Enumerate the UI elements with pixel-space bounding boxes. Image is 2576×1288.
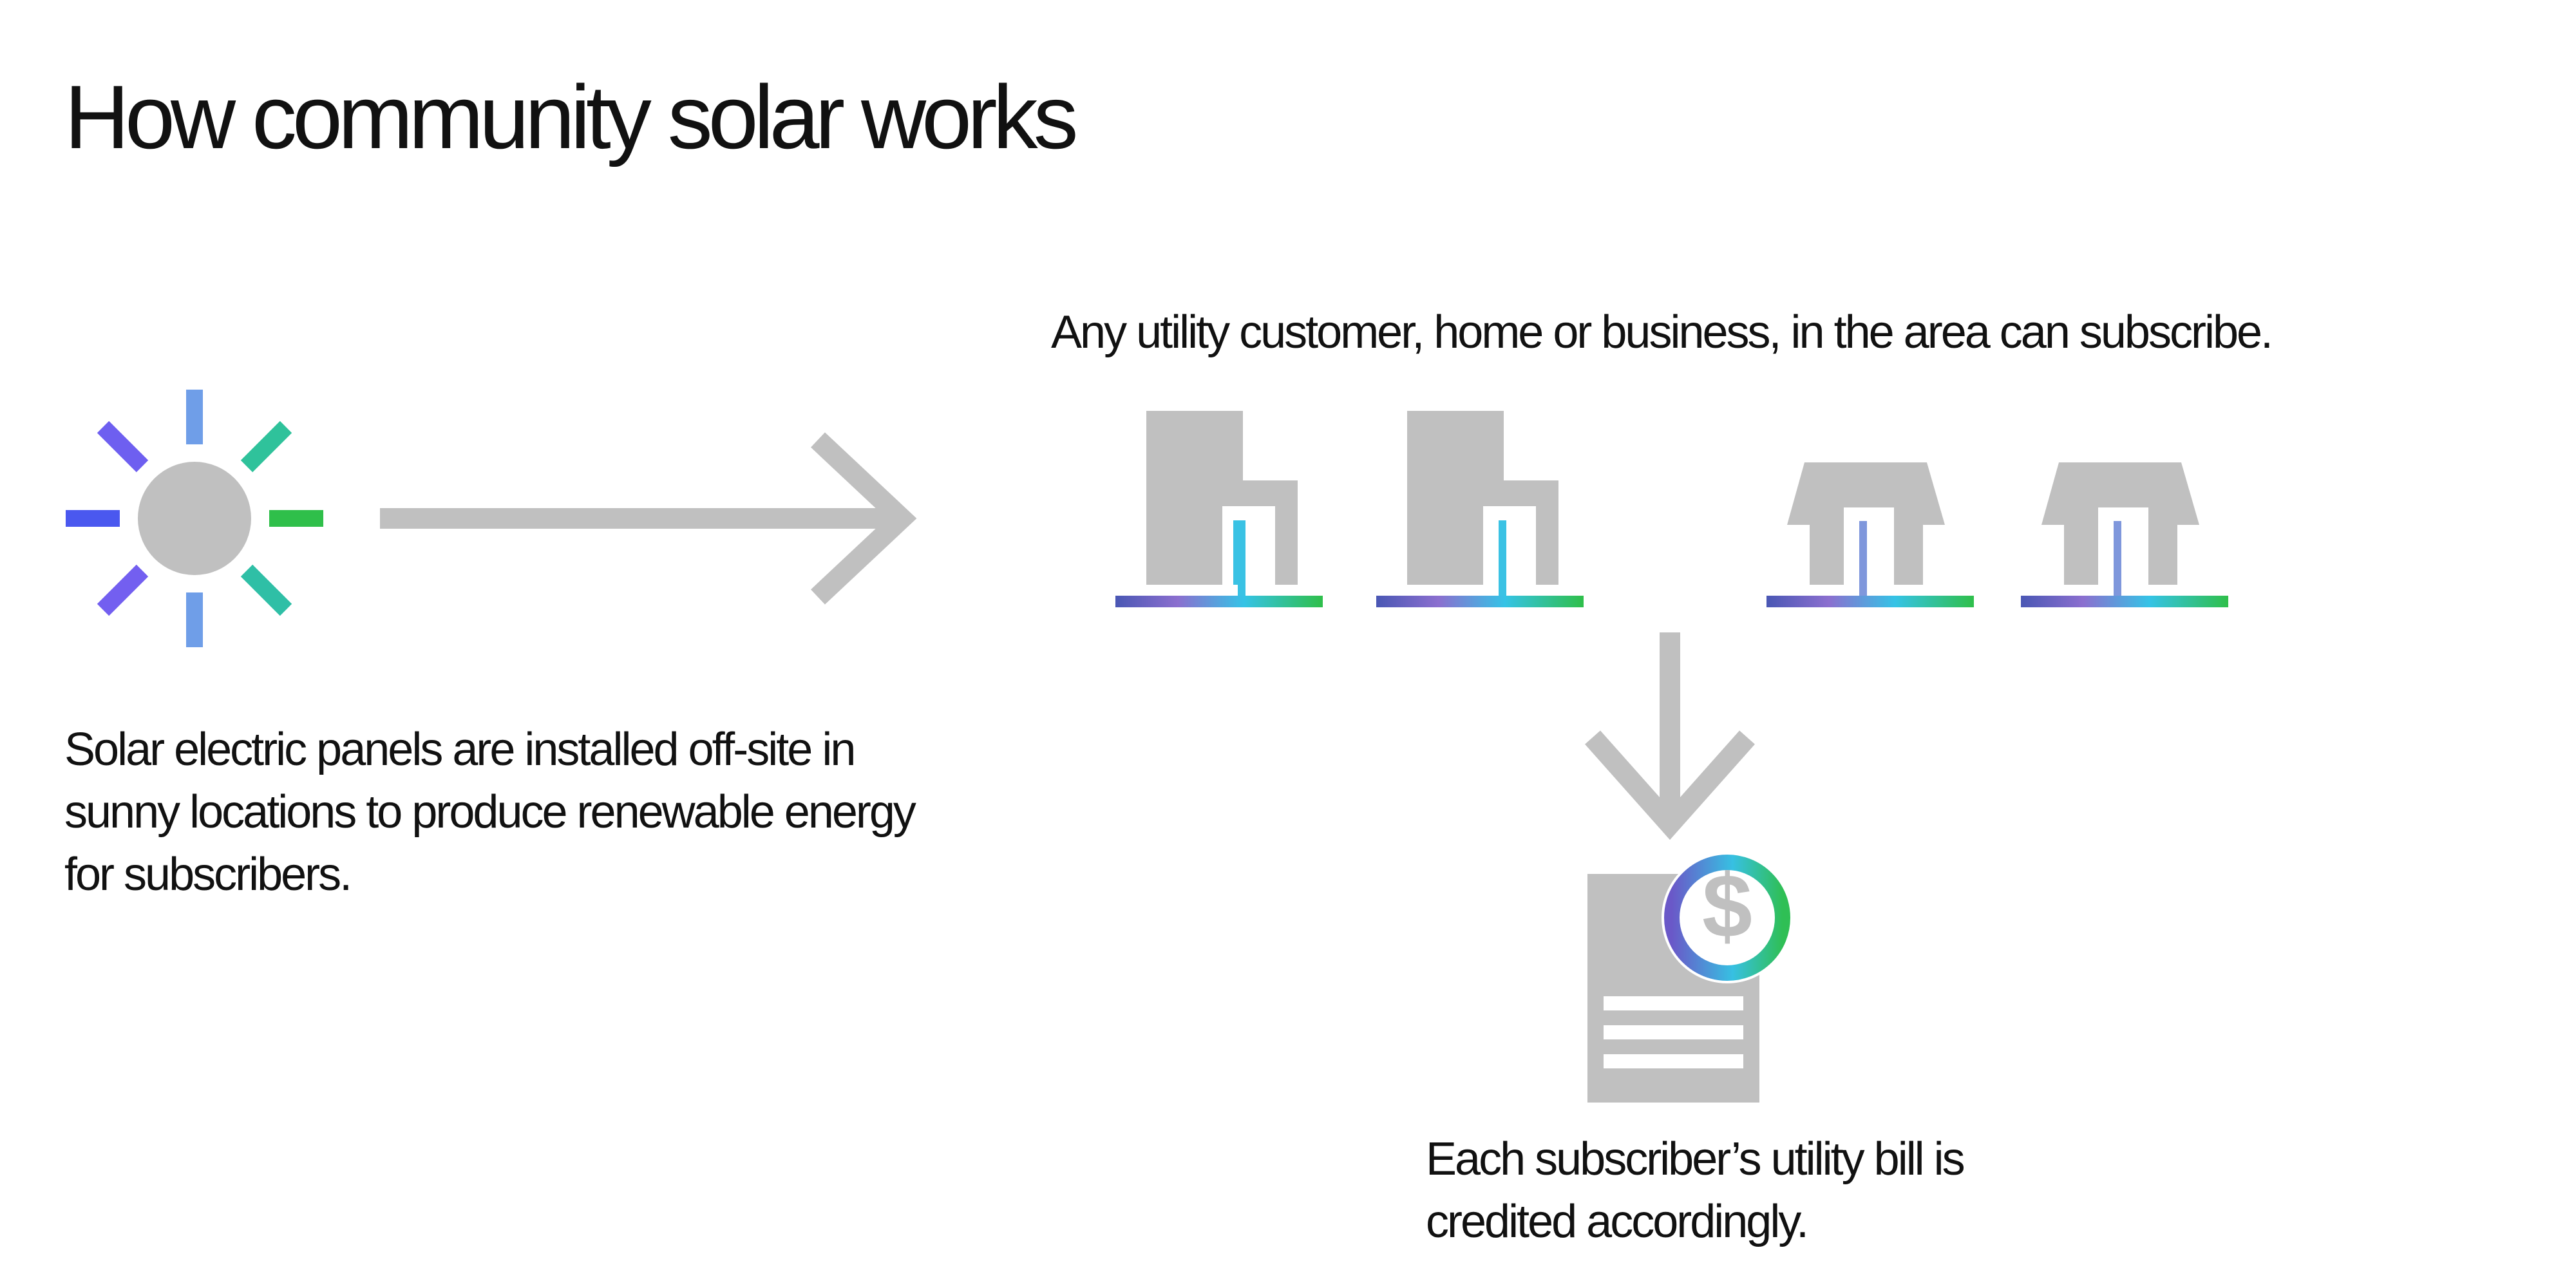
dollar-badge-icon: $	[1662, 852, 1793, 983]
house-icon	[2021, 462, 2228, 607]
arrow-right-icon	[380, 432, 917, 605]
business-building-icon	[1376, 411, 1584, 607]
dollar-symbol: $	[1702, 855, 1752, 956]
sun-icon	[66, 390, 323, 647]
business-building-icon	[1115, 411, 1323, 607]
house-icon	[1766, 462, 1974, 607]
page-title: How community solar works	[64, 66, 1079, 167]
solar-description: Solar electric panels are installed off-…	[64, 724, 916, 900]
arrow-down-icon	[1585, 632, 1755, 840]
bill-description: Each subscriber’s utility bill is credit…	[1426, 1133, 1965, 1247]
subscribe-description: Any utility customer, home or business, …	[1051, 307, 2273, 358]
